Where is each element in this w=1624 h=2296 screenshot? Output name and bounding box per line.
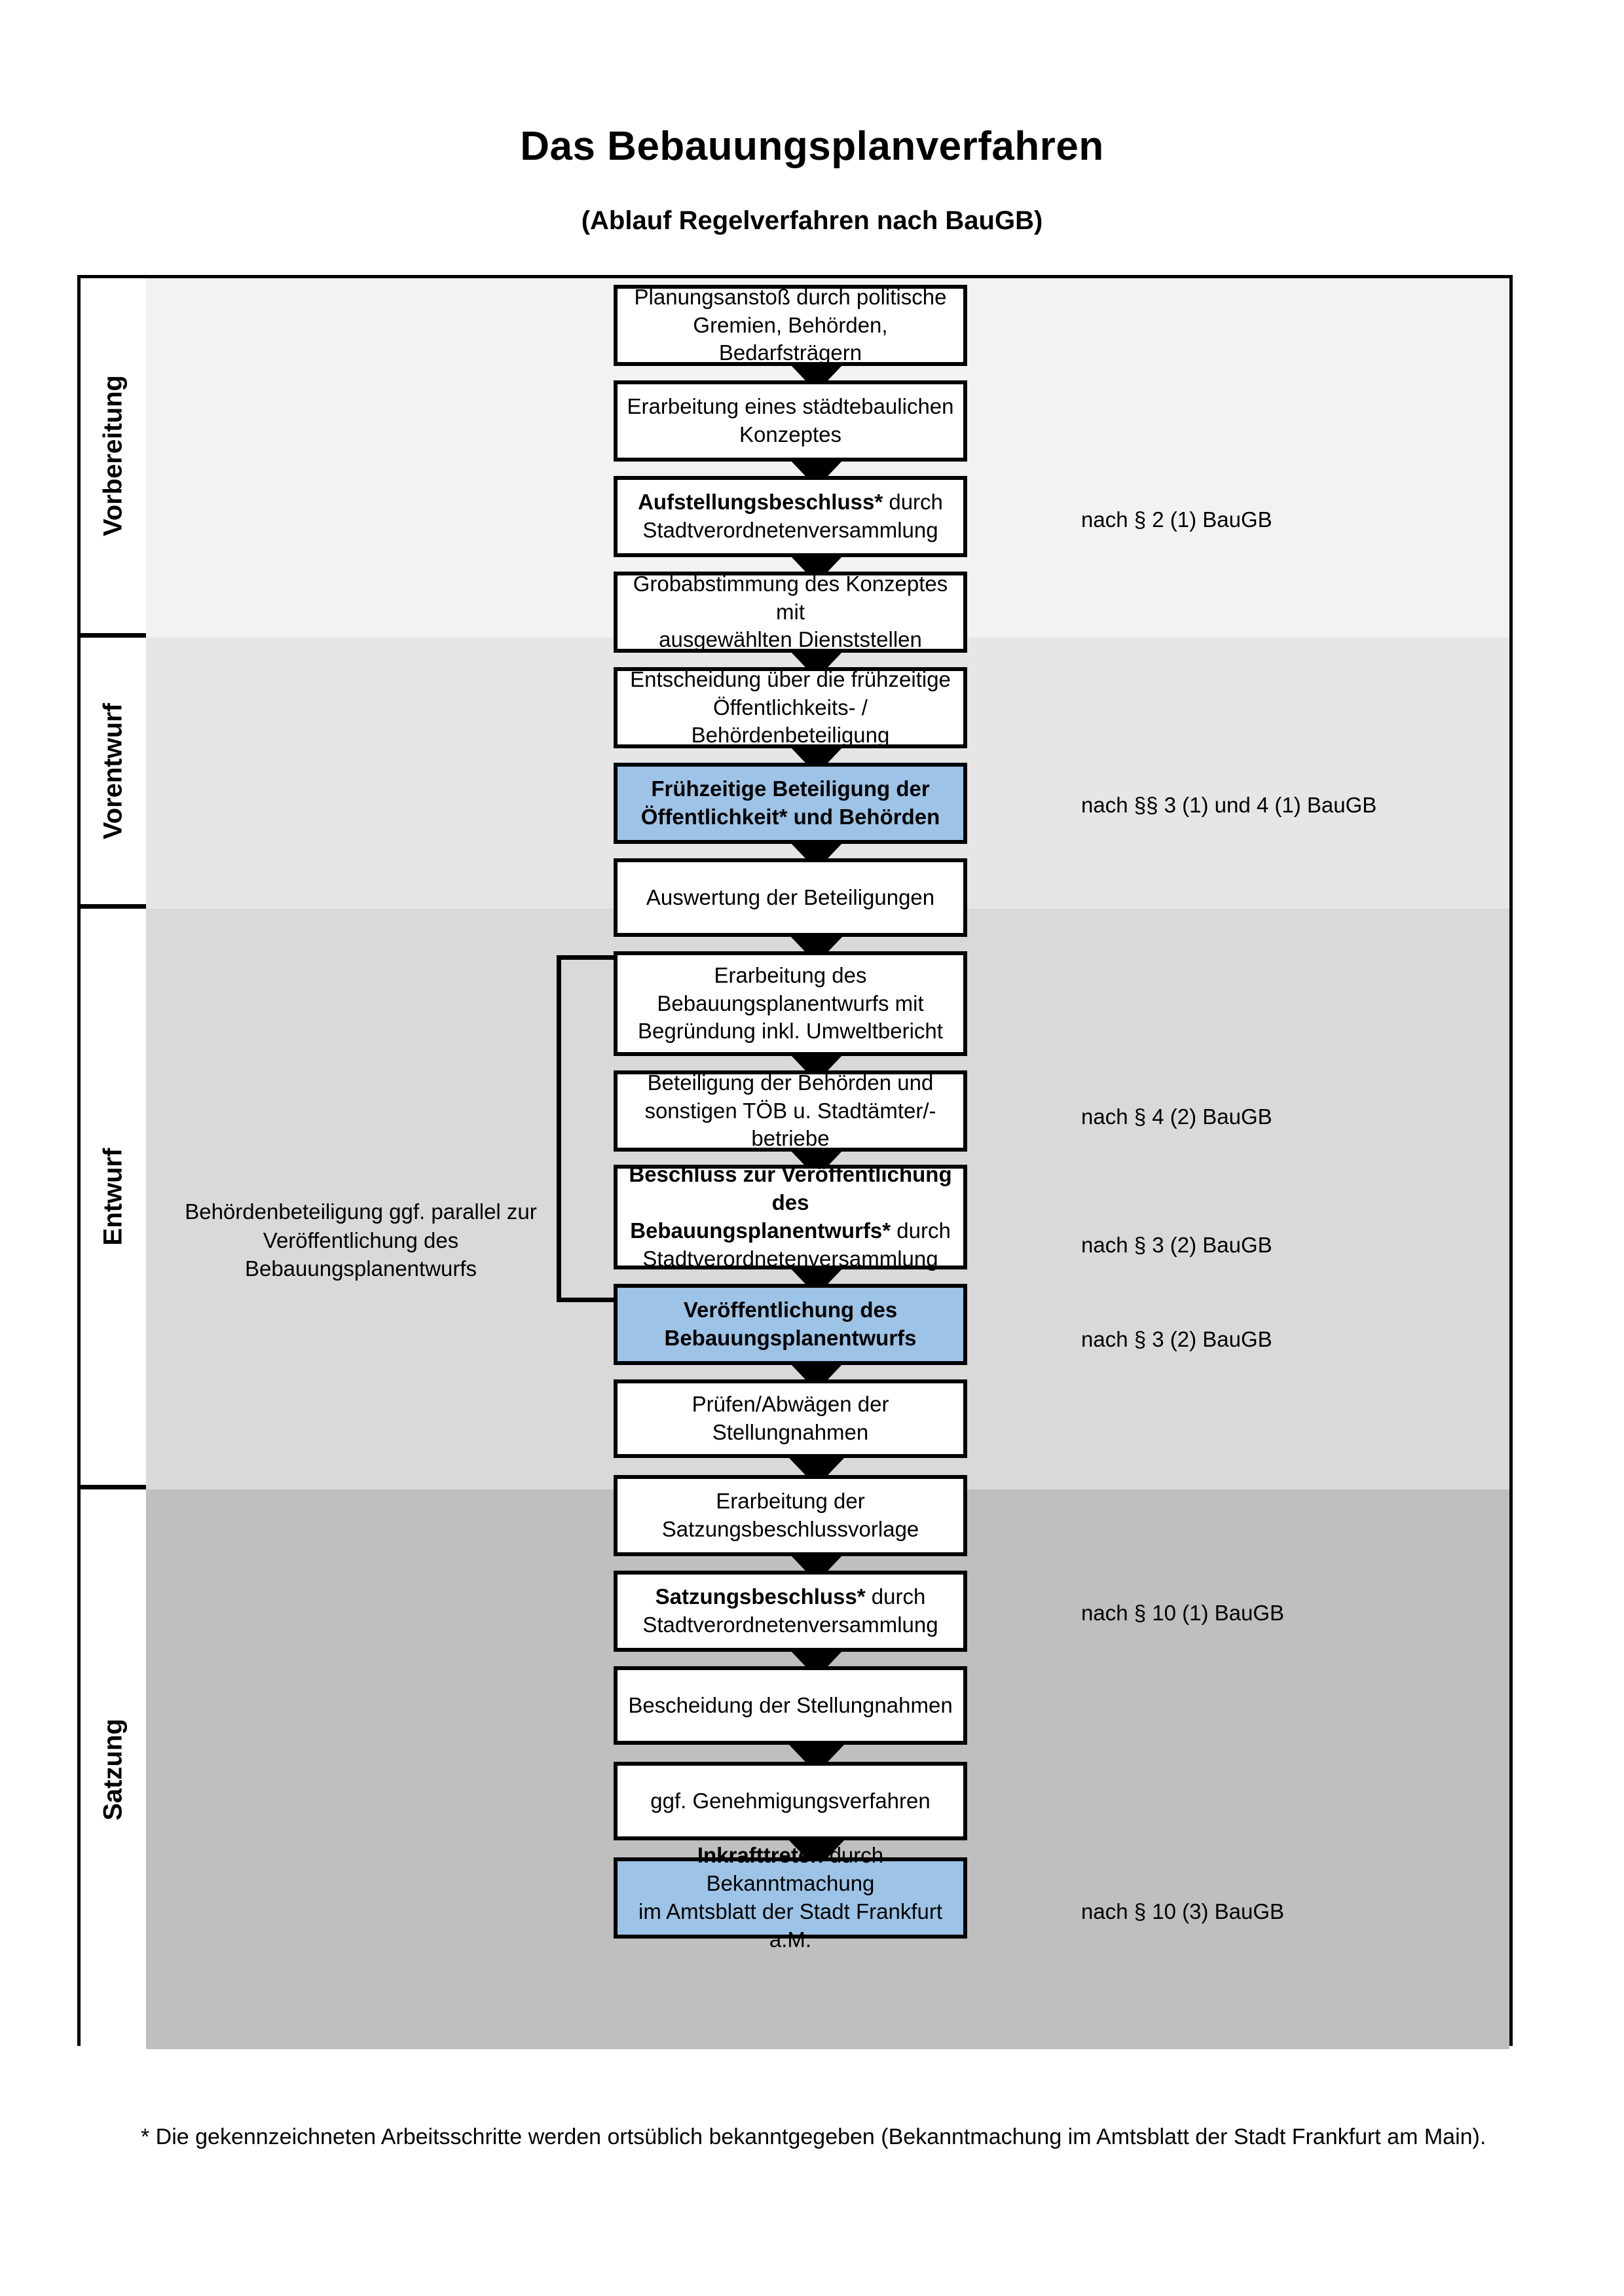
step-line-bold: Bebauungsplanentwurfs* bbox=[630, 1218, 891, 1243]
bracket-vertical-segment bbox=[557, 955, 561, 1302]
step-genehmigungsverfahren[interactable]: ggf. Genehmigungsverfahren bbox=[614, 1762, 967, 1840]
step-erarbeitung-bebauungsplanentwurf[interactable]: Erarbeitung des Bebauungsplanentwurfs mi… bbox=[614, 951, 967, 1056]
sidenote-line: ggf. parallel zur bbox=[389, 1199, 537, 1224]
step-line: im Amtsblatt der Stadt Frankfurt a.M. bbox=[638, 1899, 942, 1952]
phase-cell-entwurf: Entwurf bbox=[81, 909, 146, 1489]
step-line: Planungsanstoß durch politische bbox=[634, 284, 947, 309]
step-line: Öffentlichkeits- / Behördenbeteiligung bbox=[691, 695, 890, 748]
step-line: Stadtverordnetenversammlung bbox=[642, 1246, 938, 1271]
step-veroeffentlichung-bebauungsplanentwurf[interactable]: Veröffentlichung des Bebauungsplanentwur… bbox=[614, 1284, 967, 1365]
step-line: Inkrafttreten durch Bekanntmachung bbox=[624, 1842, 957, 1898]
page-subtitle: (Ablauf Regelverfahren nach BauGB) bbox=[581, 206, 1043, 235]
step-staedtebauliches-konzept[interactable]: Erarbeitung eines städtebaulichen Konzep… bbox=[614, 380, 967, 462]
step-line: Beteiligung der Behörden und bbox=[647, 1070, 934, 1095]
step-line-bold: Bebauungsplanentwurfs bbox=[664, 1326, 917, 1350]
step-fruehzeitige-beteiligung[interactable]: Frühzeitige Beteiligung der Öffentlichke… bbox=[614, 763, 967, 844]
legal-ref-par4-2: nach § 4 (2) BauGB bbox=[1081, 1104, 1272, 1129]
step-beschluss-veroeffentlichung[interactable]: Beschluss zur Veröffentlichung des Bebau… bbox=[614, 1162, 967, 1271]
step-line: Grobabstimmung des Konzeptes mit bbox=[633, 571, 948, 624]
step-line-bold: Aufstellungsbeschluss* bbox=[638, 490, 883, 515]
step-line-rest: durch bbox=[883, 490, 943, 515]
page-title: Das Bebauungsplanverfahren bbox=[520, 124, 1104, 169]
step-line-bold: Beschluss zur Veröffentlichung des bbox=[629, 1162, 952, 1215]
step-entscheidung-fruehzeitige-beteiligung[interactable]: Entscheidung über die frühzeitige Öffent… bbox=[614, 667, 967, 748]
step-auswertung-beteiligungen[interactable]: Auswertung der Beteiligungen bbox=[614, 858, 967, 937]
phase-cell-vorentwurf: Vorentwurf bbox=[81, 638, 146, 909]
step-line: Bebauungsplanentwurfs bbox=[664, 1324, 916, 1353]
step-line: Gremien, Behörden, Bedarfsträgern bbox=[693, 312, 888, 365]
legal-ref-par3-2-b: nach § 3 (2) BauGB bbox=[1081, 1327, 1272, 1351]
step-inkrafttreten[interactable]: Inkrafttreten durch Bekanntmachung im Am… bbox=[614, 1843, 967, 1952]
step-satzungsbeschluss[interactable]: Satzungsbeschluss* durch Stadtverordnete… bbox=[614, 1571, 967, 1652]
step-line: Bebauungsplanentwurfs* durch bbox=[624, 1217, 957, 1245]
step-line: ausgewählten Dienststellen bbox=[659, 627, 922, 652]
step-line-rest: durch Bekanntmachung bbox=[706, 1843, 884, 1896]
step-line: Konzeptes bbox=[739, 422, 841, 446]
sidenote-line: Behördenbeteiligung bbox=[185, 1199, 383, 1224]
phase-label-satzung: Satzung bbox=[98, 1718, 128, 1821]
step-line: Satzungsbeschluss* durch bbox=[642, 1583, 938, 1611]
step-line: Veröffentlichung des bbox=[664, 1296, 916, 1324]
step-line: Begründung inkl. Umweltbericht bbox=[638, 1019, 943, 1044]
sidenote-behoerdenbeteiligung: Behördenbeteiligung ggf. parallel zur Ve… bbox=[177, 1197, 544, 1283]
step-line: sonstigen TÖB u. Stadtämter/-betriebe bbox=[644, 1098, 936, 1151]
step-beteiligung-behoerden-toeb[interactable]: Beteiligung der Behörden und sonstigen T… bbox=[614, 1070, 967, 1152]
legal-ref-par10-1: nach § 10 (1) BauGB bbox=[1081, 1601, 1285, 1625]
step-line: Erarbeitung eines städtebaulichen bbox=[627, 394, 954, 419]
sidenote-line: Bebauungsplanentwurfs bbox=[244, 1256, 477, 1281]
step-planungsanstoss[interactable]: Planungsanstoß durch politische Gremien,… bbox=[614, 285, 967, 366]
legal-ref-par3-1-4-1: nach §§ 3 (1) und 4 (1) BauGB bbox=[1081, 793, 1377, 817]
step-pruefen-abwaegen[interactable]: Prüfen/Abwägen der Stellungnahmen bbox=[614, 1379, 967, 1458]
step-line: Stadtverordnetenversammlung bbox=[642, 518, 938, 542]
step-erarbeitung-satzungsbeschlussvorlage[interactable]: Erarbeitung der Satzungsbeschlussvorlage bbox=[614, 1475, 967, 1556]
phase-label-entwurf: Entwurf bbox=[98, 1148, 128, 1246]
step-line: Entscheidung über die frühzeitige bbox=[630, 666, 951, 691]
step-line: Aufstellungsbeschluss* durch bbox=[638, 488, 943, 517]
step-line-bold: Satzungsbeschluss* bbox=[655, 1584, 866, 1609]
step-line: Bescheidung der Stellungnahmen bbox=[628, 1692, 953, 1717]
phase-label-column: Vorbereitung Vorentwurf Entwurf Satzung bbox=[81, 278, 146, 2049]
step-line: Erarbeitung der bbox=[716, 1489, 865, 1514]
step-line: Stadtverordnetenversammlung bbox=[642, 1613, 938, 1637]
step-line: Frühzeitige Beteiligung der bbox=[641, 775, 940, 803]
legal-ref-par10-3: nach § 10 (3) BauGB bbox=[1081, 1899, 1285, 1923]
step-line-bold: Inkrafttreten bbox=[697, 1843, 824, 1868]
phase-cell-satzung: Satzung bbox=[81, 1489, 146, 2049]
step-grobabstimmung[interactable]: Grobabstimmung des Konzeptes mit ausgewä… bbox=[614, 572, 967, 653]
legal-ref-par3-2-a: nach § 3 (2) BauGB bbox=[1081, 1233, 1272, 1257]
step-line-bold: Veröffentlichung des bbox=[683, 1298, 898, 1322]
step-line: Prüfen/Abwägen der Stellungnahmen bbox=[692, 1392, 889, 1444]
step-line-rest: durch bbox=[891, 1218, 951, 1243]
legal-ref-par2-1: nach § 2 (1) BauGB bbox=[1081, 507, 1272, 532]
step-aufstellungsbeschluss[interactable]: Aufstellungsbeschluss* durch Stadtverord… bbox=[614, 476, 967, 557]
step-line: Satzungsbeschlussvorlage bbox=[661, 1517, 919, 1541]
step-line: Beschluss zur Veröffentlichung des bbox=[624, 1161, 957, 1217]
phase-cell-vorbereitung: Vorbereitung bbox=[81, 278, 146, 638]
step-line: Bebauungsplanentwurfs mit bbox=[657, 991, 924, 1015]
step-bescheidung-stellungnahmen[interactable]: Bescheidung der Stellungnahmen bbox=[614, 1666, 967, 1745]
step-line: Erarbeitung des bbox=[714, 962, 867, 987]
phase-label-vorbereitung: Vorbereitung bbox=[98, 375, 128, 536]
step-line: Auswertung der Beteiligungen bbox=[646, 884, 935, 909]
phase-label-vorentwurf: Vorentwurf bbox=[98, 702, 128, 839]
footnote-text: * Die gekennzeichneten Arbeitsschritte w… bbox=[141, 2124, 1486, 2149]
sidenote-line: Veröffentlichung des bbox=[263, 1228, 459, 1252]
step-line-rest: durch bbox=[865, 1584, 926, 1609]
step-line-bold: Öffentlichkeit* und Behörden bbox=[640, 805, 940, 829]
step-line: Öffentlichkeit* und Behörden bbox=[641, 803, 940, 831]
flowchart-frame: Vorbereitung Vorentwurf Entwurf Satzung bbox=[77, 275, 1513, 2049]
step-line-bold: Frühzeitige Beteiligung der bbox=[651, 776, 930, 801]
step-line: ggf. Genehmigungsverfahren bbox=[650, 1788, 931, 1813]
